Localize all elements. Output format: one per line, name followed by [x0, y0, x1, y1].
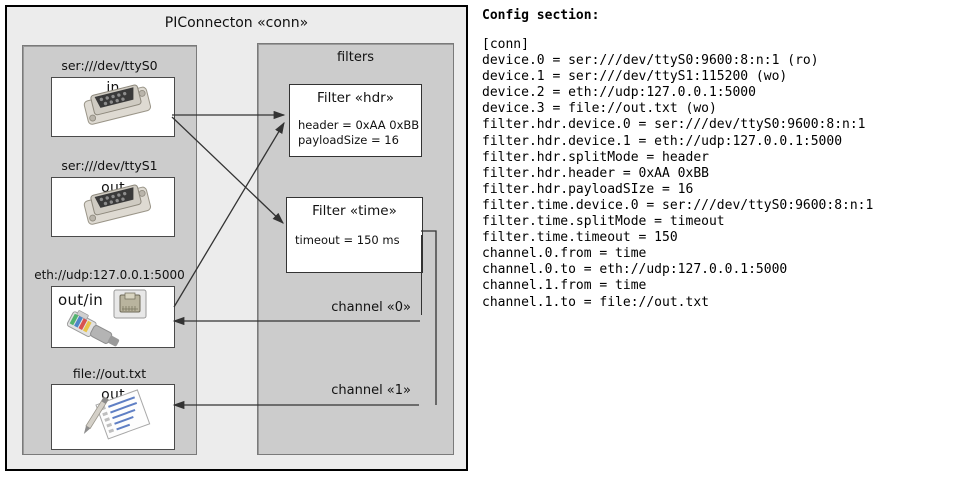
wire-ttyS0-to-time: [171, 116, 284, 224]
config-panel: Config section: [conn] device.0 = ser://…: [482, 8, 960, 311]
filter-title-hdr: Filter «hdr»: [317, 90, 394, 106]
config-text: [conn] device.0 = ser:///dev/ttyS0:9600:…: [482, 37, 874, 310]
channel-label-1: channel «1»: [331, 383, 411, 398]
channel-band-0-riser: [257, 235, 422, 315]
device-box-ttyS1[interactable]: out: [51, 177, 175, 237]
device-label-eth: eth://udp:127.0.0.1:5000: [34, 268, 185, 282]
wire-time-riser-channel0: [421, 230, 437, 321]
filter-attr-payloadsize: payloadSize = 16: [298, 133, 399, 147]
config-heading: Config section:: [482, 8, 600, 23]
filter-title-time: Filter «time»: [312, 203, 397, 219]
diagram-panel: PIConnecton «conn» ser:///dev/ttyS0 in: [5, 5, 468, 471]
device-label-file: file://out.txt: [72, 366, 147, 381]
text-file-pen-icon: [52, 385, 174, 449]
device-label-ttyS0: ser:///dev/ttyS0: [61, 58, 158, 73]
serial-db9-icon: [52, 178, 174, 236]
diagram-title: PIConnecton «conn»: [164, 15, 309, 31]
filter-attr-header: header = 0xAA 0xBB: [298, 118, 420, 132]
filters-group: filters Filter «hdr» header = 0xAA 0xBB …: [257, 43, 454, 455]
device-label-ttyS1: ser:///dev/ttyS1: [61, 158, 158, 173]
device-direction-eth: out/in: [58, 291, 104, 309]
filter-box-time[interactable]: Filter «time» timeout = 150 ms: [286, 197, 423, 273]
filter-box-hdr[interactable]: Filter «hdr» header = 0xAA 0xBB payloadS…: [289, 84, 422, 157]
connection-wires: [171, 110, 437, 410]
channel-label-0: channel «0»: [331, 300, 411, 315]
filters-group-title: filters: [336, 50, 374, 65]
devices-group: ser:///dev/ttyS0 in: [22, 45, 197, 455]
filter-attr-timeout: timeout = 150 ms: [295, 233, 400, 247]
serial-db9-icon: [52, 78, 174, 136]
device-box-eth[interactable]: out/in: [51, 286, 175, 348]
ethernet-jack-icon: [52, 287, 174, 347]
device-box-file[interactable]: out: [51, 384, 175, 450]
wire-eth-to-hdr: [173, 121, 285, 308]
device-box-ttyS0[interactable]: in: [51, 77, 175, 137]
